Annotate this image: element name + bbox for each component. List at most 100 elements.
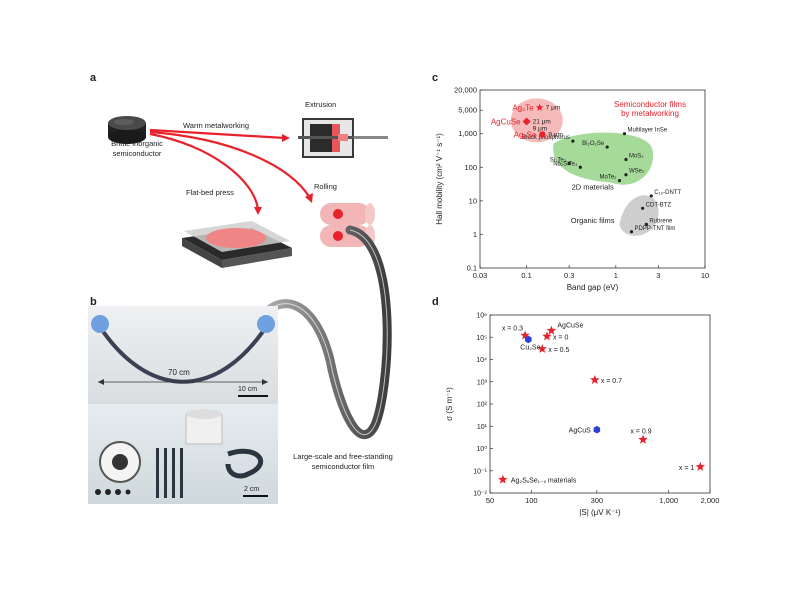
data-point xyxy=(624,173,628,177)
brittle-label: Brittle inorganic semiconductor xyxy=(111,139,163,158)
data-point xyxy=(578,165,582,169)
data-point xyxy=(622,132,627,136)
rolling-label: Rolling xyxy=(314,182,337,191)
data-point xyxy=(571,139,575,143)
region-organic-films xyxy=(619,195,659,236)
x-tick-label: 1,000 xyxy=(659,496,678,505)
data-point xyxy=(567,161,571,166)
data-point xyxy=(644,222,648,226)
y-tick-label: 10¹ xyxy=(477,424,488,431)
y-axis-label: σ (S m⁻¹) xyxy=(445,387,454,421)
y-tick-label: 1,000 xyxy=(458,129,477,138)
y-tick-label: 10⁴ xyxy=(476,357,487,364)
data-point xyxy=(649,194,653,198)
y-tick-label: 1 xyxy=(473,230,477,239)
panel-label-a: a xyxy=(90,72,97,84)
data-point-label: x = 1 xyxy=(679,465,694,472)
x-tick-label: 10 xyxy=(701,271,709,280)
data-point-star xyxy=(537,343,547,353)
panel-a-illustration xyxy=(108,116,388,268)
x-axis-label: |S| (μV K⁻¹) xyxy=(579,508,621,517)
metal-point-note: 7 μm xyxy=(546,105,561,112)
metal-point-note: 21 μm xyxy=(533,119,551,126)
semiconductor-puck xyxy=(108,116,146,144)
data-point-label: WSe₂ xyxy=(629,169,645,175)
data-point-label: Black phosphorus xyxy=(522,135,570,141)
data-point xyxy=(641,206,645,210)
data-point-star xyxy=(546,325,557,335)
panel-label-d: d xyxy=(432,296,439,308)
data-point-label: x = 0.3 xyxy=(502,325,523,332)
length-label: 70 cm xyxy=(168,368,190,377)
data-point xyxy=(624,157,628,162)
film-label: Large-scale and free-standing semiconduc… xyxy=(293,452,393,471)
data-point-label: PDPP-TNT film xyxy=(635,226,676,232)
region-label: 2D materials xyxy=(572,182,614,191)
data-point xyxy=(605,145,609,149)
metal-point-diamond xyxy=(522,117,531,126)
data-point xyxy=(629,230,634,234)
x-tick-label: 50 xyxy=(486,496,494,505)
data-point-label: x = 0.7 xyxy=(601,378,622,385)
plot-frame xyxy=(489,314,711,494)
y-tick-label: 10 xyxy=(469,196,477,205)
metalworking-annotation: by metalworking xyxy=(621,109,679,118)
photo-curved-film: 70 cm 10 cm xyxy=(88,306,278,404)
data-point-star xyxy=(695,461,706,471)
metal-point-label: AgCuSe xyxy=(491,118,521,127)
metal-point-star xyxy=(535,103,544,111)
panel-label-b: b xyxy=(90,296,97,308)
rolling-mill xyxy=(320,203,375,247)
x-tick-label: 2,000 xyxy=(701,496,720,505)
data-point-star xyxy=(542,331,552,341)
y-tick-label: 10⁰ xyxy=(476,445,487,453)
legend-label: Ag₂SₓSe₁₋ₓ materials xyxy=(511,478,577,485)
data-point-label: MoTe₂ xyxy=(599,175,617,181)
data-point-label: x = 0 xyxy=(553,334,568,341)
process-arrows xyxy=(149,128,311,211)
scale-bar-10cm: 10 cm xyxy=(238,386,258,393)
metal-point-note: 9 μm xyxy=(533,126,548,133)
data-point-label: Bi₂O₂Se xyxy=(582,141,605,147)
data-point-label: Cu₂Se xyxy=(520,344,540,351)
warm-metalworking-label: Warm metalworking xyxy=(183,121,249,130)
data-point-label: AgCuS xyxy=(569,428,592,435)
x-tick-label: 300 xyxy=(591,496,604,505)
data-point-label: x = 0.9 xyxy=(630,429,651,436)
x-tick-label: 100 xyxy=(525,496,538,505)
plot-frame xyxy=(479,89,706,269)
data-point-label: Si₂Te₃ xyxy=(550,157,567,163)
x-axis-label: Band gap (eV) xyxy=(567,283,619,292)
data-point-star xyxy=(520,330,530,340)
flat-bed-press xyxy=(182,221,292,268)
x-tick-label: 0.3 xyxy=(564,271,574,280)
region-2d-materials xyxy=(553,132,654,185)
data-point-label: MoS₂ xyxy=(629,154,644,160)
x-tick-label: 1 xyxy=(614,271,618,280)
data-point-label: Nb₂SiTe₄ xyxy=(553,161,578,167)
y-tick-label: 10⁻² xyxy=(473,491,487,498)
y-tick-label: 20,000 xyxy=(454,86,477,95)
x-tick-label: 0.1 xyxy=(521,271,531,280)
legend-star xyxy=(498,474,508,484)
metal-point-circle xyxy=(539,131,546,138)
data-point-label: CDT-BTZ xyxy=(646,202,672,208)
data-point-label: x = 0.5 xyxy=(548,347,569,354)
metal-point-label: Ag₂Se xyxy=(514,130,537,139)
x-tick-label: 0.03 xyxy=(473,271,488,280)
y-tick-label: 10² xyxy=(477,402,488,409)
data-point-label: C₁₀-DNTT xyxy=(654,190,681,196)
y-tick-label: 10⁵ xyxy=(476,335,487,342)
flat-bed-press-label: Flat-bed press xyxy=(186,188,234,197)
data-point-star xyxy=(638,434,648,444)
data-point-label: Multilayer InSe xyxy=(627,128,667,134)
metal-point-note: 9 μm xyxy=(548,131,563,138)
scale-bar-2cm: 2 cm xyxy=(244,486,260,493)
y-tick-label: 0.1 xyxy=(467,264,477,273)
photo-film-rolls: 2 cm xyxy=(88,404,278,504)
data-point xyxy=(617,179,622,183)
x-tick-label: 3 xyxy=(656,271,660,280)
extrusion-die xyxy=(298,118,388,158)
